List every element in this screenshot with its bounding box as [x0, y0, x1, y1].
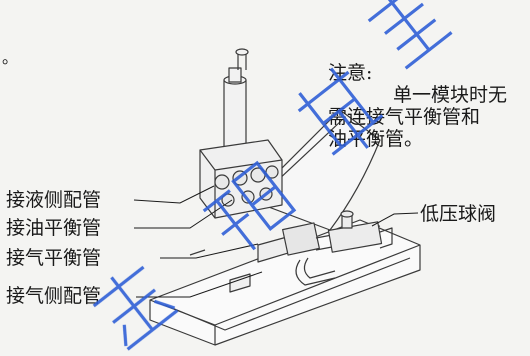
u-bend	[295, 259, 336, 286]
leader-low-pressure-valve	[371, 212, 419, 227]
leader-gas-balance	[160, 243, 259, 259]
label-gas-balance-pipe: 接气平衡管	[6, 247, 102, 269]
punctuation-mark: 。	[2, 48, 19, 67]
note: 注意: 单一模块时无 需连接气平衡管和 油平衡管。	[328, 62, 528, 150]
note-text-line: 需连接气平衡管和	[328, 106, 481, 128]
label-oil-balance-pipe: 接油平衡管	[6, 217, 102, 239]
note-text-line: 单一模块时无	[393, 84, 508, 106]
label-liquid-pipe: 接液侧配管	[6, 189, 102, 211]
note-title: 注意:	[328, 62, 373, 84]
label-low-pressure-valve: 低压球阀	[420, 203, 497, 225]
label-gas-pipe: 接气侧配管	[6, 285, 102, 307]
low-pressure-valve	[327, 221, 383, 253]
note-text-line: 油平衡管。	[328, 128, 424, 150]
leader-liquid-pipe	[133, 185, 215, 204]
